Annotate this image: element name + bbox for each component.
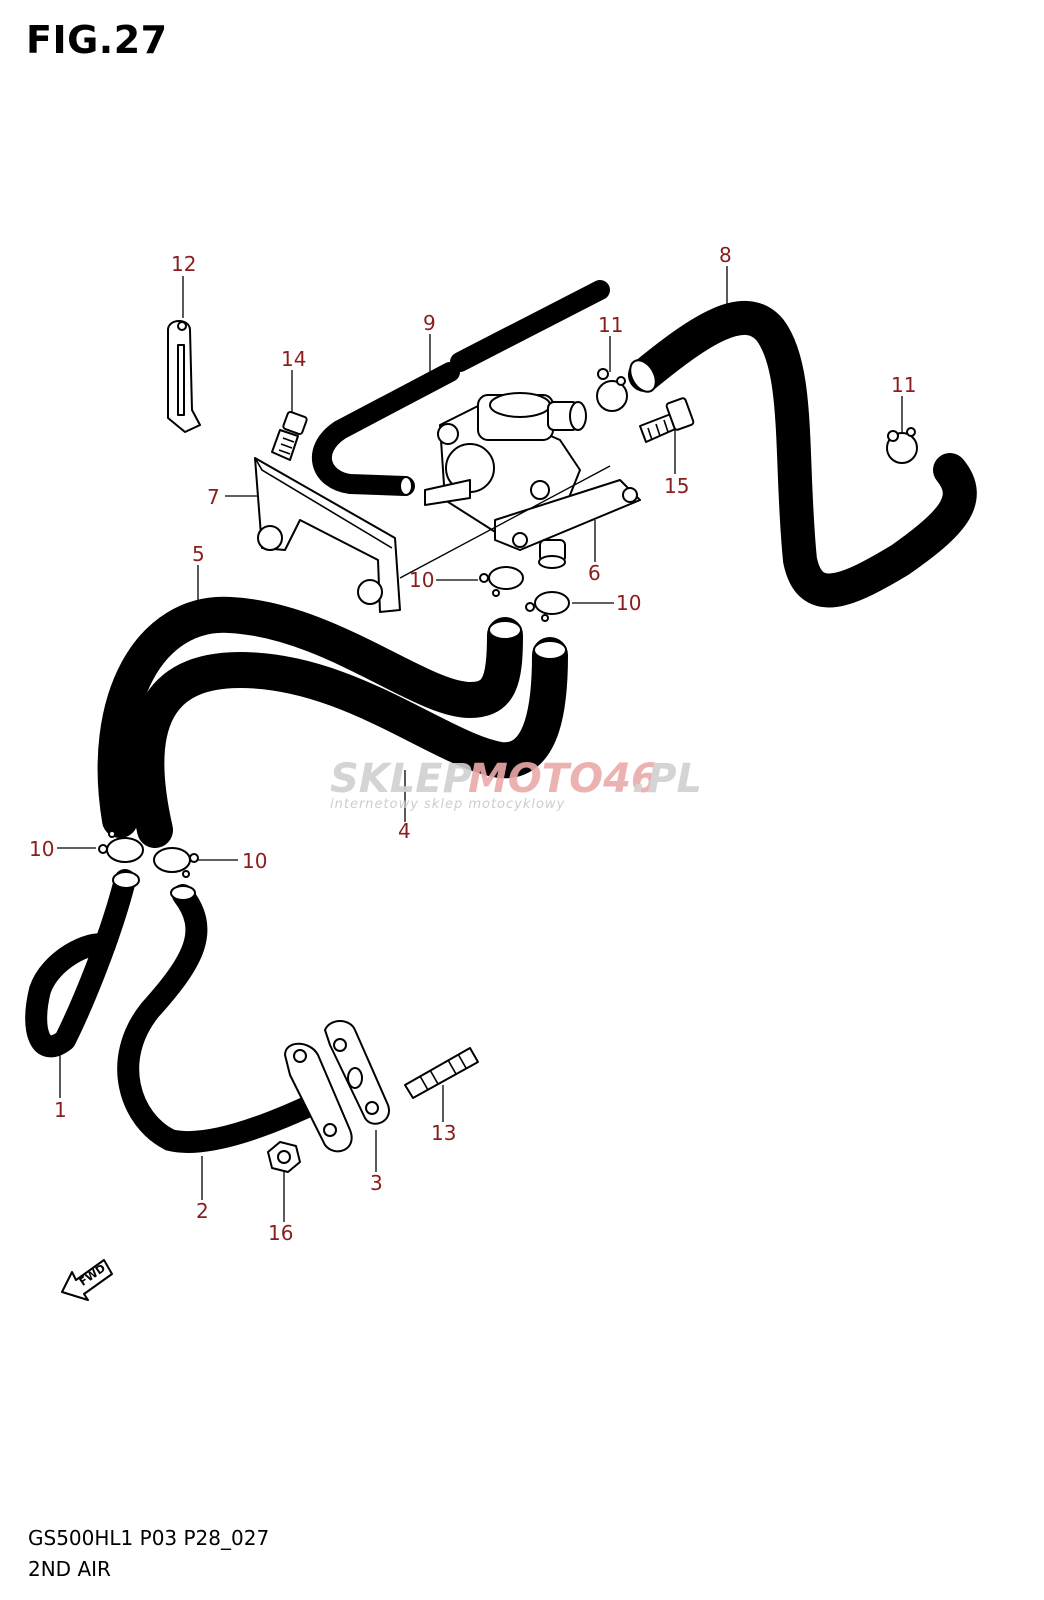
callout-15: 15	[664, 474, 689, 498]
hose-8	[628, 301, 977, 608]
callout-10d: 10	[242, 849, 267, 873]
watermark: SKLEP MOTO46 .PL internetowy sklep motoc…	[330, 756, 702, 812]
callout-11b: 11	[891, 373, 916, 397]
valve-6	[424, 392, 641, 569]
nut-16	[267, 1141, 301, 1173]
callout-4: 4	[398, 819, 411, 843]
watermark-tagline: internetowy sklep motocyklowy	[330, 797, 565, 812]
callout-9: 9	[423, 311, 436, 335]
clip-10-lower-right	[153, 847, 199, 878]
callout-14: 14	[281, 347, 306, 371]
figure-title: FIG.27	[26, 18, 168, 62]
watermark-suffix: .PL	[632, 756, 702, 802]
callout-10b: 10	[616, 591, 641, 615]
callout-6: 6	[588, 561, 601, 585]
callout-16: 16	[268, 1221, 293, 1245]
bracket-7	[254, 457, 401, 613]
leader-lines	[57, 266, 903, 1222]
callouts: 12 9 14 8 11 11 15 7 6 10 10 5 4 10 10 1…	[29, 243, 916, 1245]
footer-model-code: GS500HL1 P03 P28_027	[28, 1526, 270, 1550]
bolt-14	[271, 410, 308, 461]
hose-9	[311, 280, 610, 496]
watermark-brand-right: MOTO46	[468, 756, 659, 802]
clip-10-lower-left	[98, 830, 144, 863]
callout-3: 3	[370, 1171, 383, 1195]
clip-11b	[886, 427, 918, 464]
callout-2: 2	[196, 1199, 209, 1223]
clip-10-upper-left	[479, 566, 524, 597]
hose-5	[97, 596, 523, 838]
fwd-arrow: FWD	[61, 1259, 113, 1301]
watermark-brand-left: SKLEP	[330, 756, 472, 802]
pipe-2	[117, 884, 333, 1153]
callout-12: 12	[171, 252, 196, 276]
callout-11a: 11	[598, 313, 623, 337]
callout-13: 13	[431, 1121, 456, 1145]
clip-11a	[596, 368, 628, 412]
footer-section-name: 2ND AIR	[28, 1557, 111, 1581]
callout-8: 8	[719, 243, 732, 267]
pipe-1	[25, 869, 140, 1058]
callout-1: 1	[54, 1098, 67, 1122]
callout-10c: 10	[29, 837, 54, 861]
callout-7: 7	[207, 485, 220, 509]
callout-5: 5	[192, 542, 205, 566]
bolt-15	[639, 397, 695, 443]
callout-10a: 10	[409, 568, 434, 592]
clamp-12	[167, 320, 201, 433]
stud-13	[404, 1047, 479, 1099]
flange-3	[284, 1020, 391, 1153]
hose-4	[128, 637, 568, 848]
clip-10-upper-right	[525, 591, 570, 622]
